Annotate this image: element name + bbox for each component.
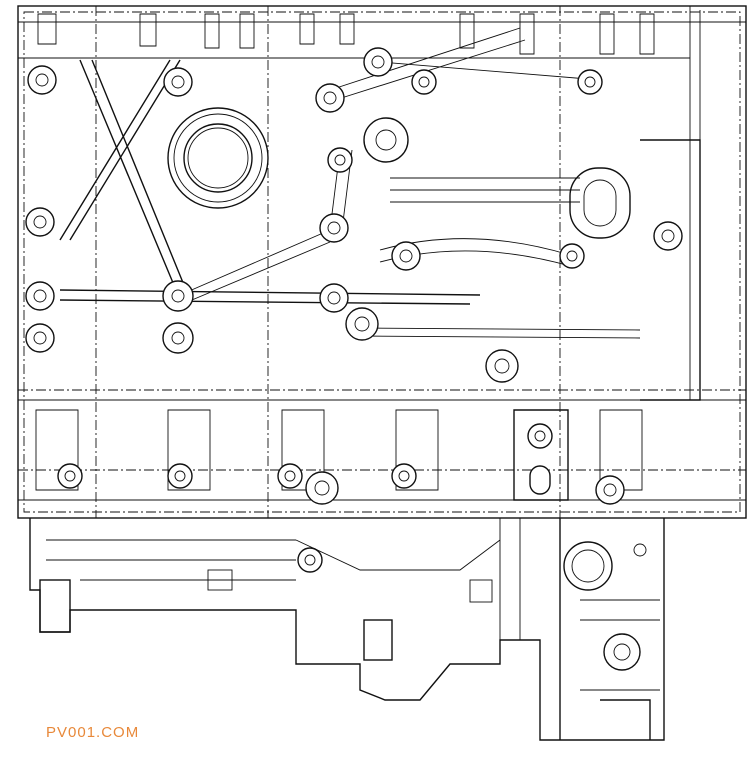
oil-slot xyxy=(390,139,701,401)
bore-opening xyxy=(167,107,269,209)
upper-block-outline xyxy=(17,5,747,519)
top-ribs xyxy=(37,13,655,55)
pump-housing xyxy=(559,518,660,740)
watermark: PV001.COM xyxy=(46,724,140,741)
bolt-bosses-upper xyxy=(25,47,683,383)
bearing-caps xyxy=(35,409,643,505)
lower-section xyxy=(29,518,665,741)
bracing-struts xyxy=(59,27,641,339)
